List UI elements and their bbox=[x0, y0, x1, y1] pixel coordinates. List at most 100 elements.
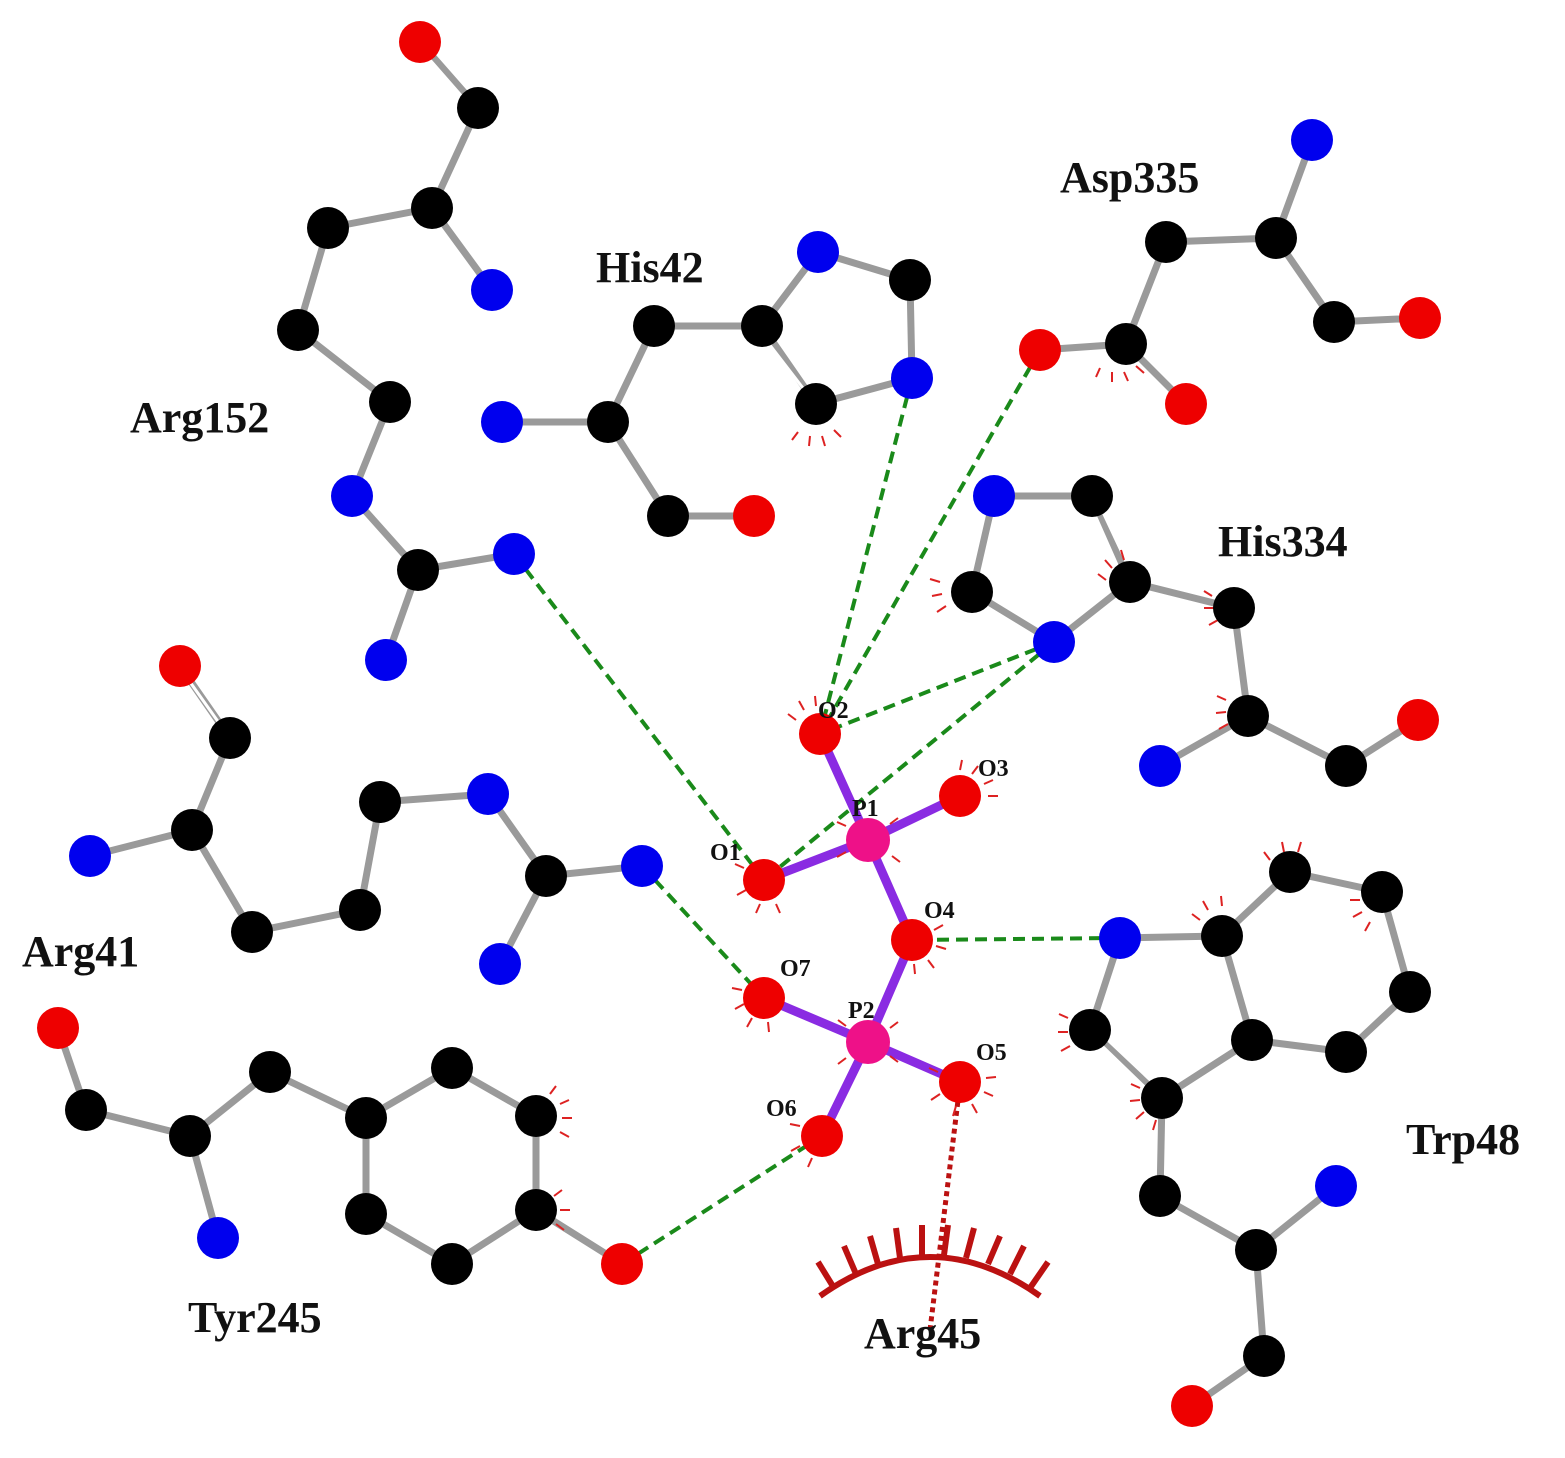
arg152-oxygen bbox=[399, 21, 441, 63]
tyr245-carbon bbox=[345, 1097, 387, 1139]
his334-carbon bbox=[1109, 561, 1151, 603]
tyr245-carbon bbox=[65, 1089, 107, 1131]
tyr245-carbon bbox=[431, 1243, 473, 1285]
hbond-tyr245-o6 bbox=[620, 1134, 824, 1266]
his42-nitrogen bbox=[891, 357, 933, 399]
his334-carbon bbox=[1071, 475, 1113, 517]
trp48-carbon bbox=[1389, 971, 1431, 1013]
tyr245-carbon bbox=[431, 1047, 473, 1089]
trp48-carbon bbox=[1139, 1175, 1181, 1217]
tyr245-carbon-alpha bbox=[169, 1115, 211, 1157]
ligand-atom-labels: O2 O3 P1 O1 O4 O7 P2 O5 O6 bbox=[710, 698, 1009, 1122]
label-tyr245: Tyr245 bbox=[188, 1293, 322, 1342]
trp48-nitrogen bbox=[1315, 1165, 1357, 1207]
his42-carbon bbox=[889, 259, 931, 301]
label-his334: His334 bbox=[1218, 517, 1348, 566]
arg152-carbon-alpha bbox=[411, 187, 453, 229]
arg41-carbon-alpha bbox=[171, 809, 213, 851]
asp335-carbon bbox=[1145, 221, 1187, 263]
hbond-asp335-o2 bbox=[818, 349, 1042, 735]
his334-carbon bbox=[951, 571, 993, 613]
ligand-o7 bbox=[743, 977, 785, 1019]
tyr245-oxygen bbox=[37, 1007, 79, 1049]
label-o6: O6 bbox=[766, 1096, 797, 1122]
label-o3: O3 bbox=[978, 756, 1009, 782]
his42-carbon-alpha bbox=[587, 401, 629, 443]
his42-nitrogen bbox=[481, 401, 523, 443]
his334-nitrogen bbox=[1033, 621, 1075, 663]
his42-carbon bbox=[647, 495, 689, 537]
hbond-his334-o2 bbox=[819, 640, 1055, 736]
label-o1: O1 bbox=[710, 840, 741, 866]
ligand-o6 bbox=[801, 1115, 843, 1157]
asp335-oxygen bbox=[1165, 383, 1207, 425]
asp335-carbon bbox=[1105, 323, 1147, 365]
arg152-carbon bbox=[307, 207, 349, 249]
his334-nitrogen bbox=[973, 475, 1015, 517]
hbond-his334-o1 bbox=[762, 640, 1056, 882]
arg152-carbon bbox=[397, 549, 439, 591]
trp48-carbon bbox=[1269, 851, 1311, 893]
ligand-o1 bbox=[743, 859, 785, 901]
asp335-oxygen bbox=[1399, 297, 1441, 339]
trp48-oxygen bbox=[1171, 1385, 1213, 1427]
hbond-trp48-o4 bbox=[911, 936, 1121, 942]
tyr245-carbon bbox=[345, 1193, 387, 1235]
residue-bonds bbox=[54, 38, 1424, 1414]
label-trp48: Trp48 bbox=[1406, 1115, 1520, 1164]
arg41-nitrogen bbox=[69, 835, 111, 877]
arg41-oxygen bbox=[159, 645, 201, 687]
arg41-nitrogen bbox=[479, 943, 521, 985]
trp48-nitrogen bbox=[1099, 917, 1141, 959]
ligand-o5 bbox=[939, 1061, 981, 1103]
asp335-oxygen bbox=[1019, 329, 1061, 371]
arg45-contact-line bbox=[927, 1083, 963, 1331]
tyr245-carbon bbox=[515, 1189, 557, 1231]
his42-carbon bbox=[633, 305, 675, 347]
label-arg152: Arg152 bbox=[130, 393, 269, 442]
label-arg41: Arg41 bbox=[22, 927, 139, 976]
trp48-carbon bbox=[1361, 871, 1403, 913]
arg152-nitrogen bbox=[471, 269, 513, 311]
trp48-carbon bbox=[1243, 1335, 1285, 1377]
his42-oxygen bbox=[733, 495, 775, 537]
arg152-carbon bbox=[369, 381, 411, 423]
label-p1: P1 bbox=[852, 796, 879, 822]
arg41-carbon bbox=[231, 911, 273, 953]
trp48-carbon bbox=[1141, 1077, 1183, 1119]
his42-carbon bbox=[795, 383, 837, 425]
ligand-p2 bbox=[846, 1020, 890, 1064]
asp335-carbon bbox=[1313, 301, 1355, 343]
his42-carbon bbox=[741, 305, 783, 347]
tyr245-oxygen bbox=[601, 1243, 643, 1285]
his334-carbon bbox=[1325, 745, 1367, 787]
tyr245-nitrogen bbox=[197, 1217, 239, 1259]
arg45-hydrophobic-arc bbox=[815, 1224, 1051, 1299]
label-o5: O5 bbox=[976, 1040, 1007, 1066]
label-o2: O2 bbox=[818, 698, 849, 724]
ligand-o2 bbox=[799, 713, 841, 755]
atoms bbox=[37, 21, 1441, 1427]
arg152-nitrogen bbox=[331, 475, 373, 517]
hbond-his42-o2 bbox=[818, 377, 914, 735]
ligand-p1 bbox=[846, 818, 890, 862]
label-o7: O7 bbox=[780, 956, 811, 982]
tyr245-carbon bbox=[249, 1051, 291, 1093]
his42-nitrogen bbox=[797, 231, 839, 273]
trp48-carbon bbox=[1325, 1031, 1367, 1073]
trp48-carbon bbox=[1201, 915, 1243, 957]
arg41-carbon bbox=[359, 781, 401, 823]
ligand-o3 bbox=[939, 775, 981, 817]
asp335-carbon-alpha bbox=[1255, 217, 1297, 259]
trp48-carbon bbox=[1069, 1009, 1111, 1051]
arg41-carbon bbox=[525, 855, 567, 897]
his334-oxygen bbox=[1397, 699, 1439, 741]
arg41-carbon bbox=[339, 889, 381, 931]
arg152-carbon bbox=[457, 87, 499, 129]
hbond-arg41-o7 bbox=[640, 864, 766, 1000]
asp335-nitrogen bbox=[1291, 119, 1333, 161]
label-arg45: Arg45 bbox=[864, 1309, 981, 1358]
his334-carbon-alpha bbox=[1227, 695, 1269, 737]
arg152-carbon bbox=[277, 309, 319, 351]
